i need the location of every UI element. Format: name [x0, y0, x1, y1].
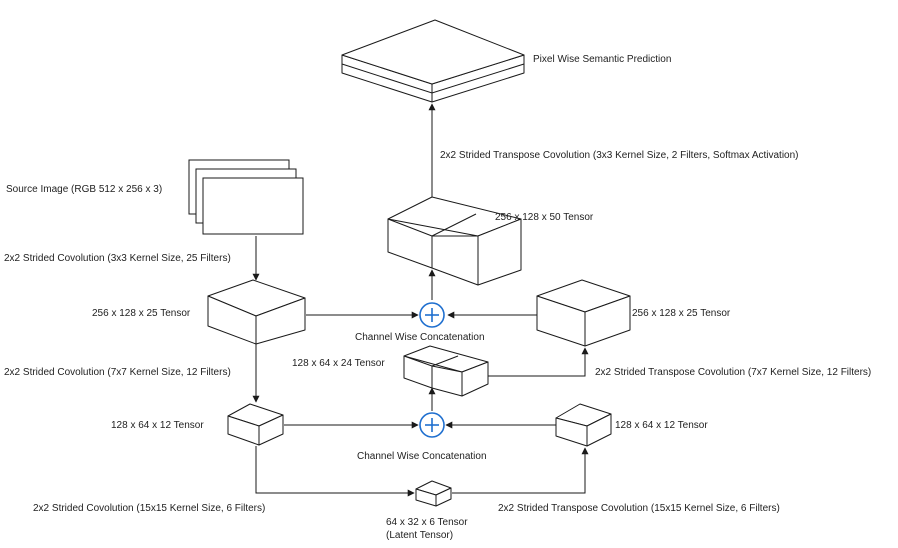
dec-tconv3-label: 2x2 Strided Transpose Covolution (15x15 … [498, 503, 780, 514]
latent-sub-label: (Latent Tensor) [386, 530, 453, 541]
concat1-tensor-label: 256 x 128 x 50 Tensor [495, 212, 594, 223]
dec-tconv2-label: 2x2 Strided Transpose Covolution (7x7 Ke… [595, 367, 871, 378]
source-image-label: Source Image (RGB 512 x 256 x 3) [6, 184, 162, 195]
enc-conv2-label: 2x2 Strided Covolution (7x7 Kernel Size,… [4, 367, 231, 378]
concat2-plus-icon [420, 413, 444, 437]
concat1-label: Channel Wise Concatenation [355, 332, 485, 343]
dec1-tensor-label: 256 x 128 x 25 Tensor [632, 308, 731, 319]
concat2-double-cube [404, 346, 488, 396]
concat2-tensor-label: 128 x 64 x 24 Tensor [292, 358, 385, 369]
concat1-plus-icon [420, 303, 444, 327]
enc1-tensor-label: 256 x 128 x 25 Tensor [92, 308, 191, 319]
concat2-label: Channel Wise Concatenation [357, 451, 487, 462]
latent-cube [416, 481, 451, 506]
edge-concat2tensor-to-dec1 [488, 348, 585, 376]
dec1-cube [537, 280, 630, 346]
latent-tensor-label: 64 x 32 x 6 Tensor [386, 517, 468, 528]
dec2-tensor-label: 128 x 64 x 12 Tensor [615, 420, 708, 431]
enc2-cube [228, 404, 283, 445]
prediction-slab [342, 20, 524, 102]
enc-conv1-label: 2x2 Strided Covolution (3x3 Kernel Size,… [4, 253, 231, 264]
enc-conv3-label: 2x2 Strided Covolution (15x15 Kernel Siz… [33, 503, 265, 514]
prediction-label: Pixel Wise Semantic Prediction [533, 54, 671, 65]
enc2-tensor-label: 128 x 64 x 12 Tensor [111, 420, 204, 431]
enc1-cube [208, 280, 305, 344]
concat1-double-cube [388, 197, 521, 285]
source-image-stack [189, 160, 303, 234]
out-tconv-label: 2x2 Strided Transpose Covolution (3x3 Ke… [440, 150, 799, 161]
dec2-cube [556, 404, 611, 446]
